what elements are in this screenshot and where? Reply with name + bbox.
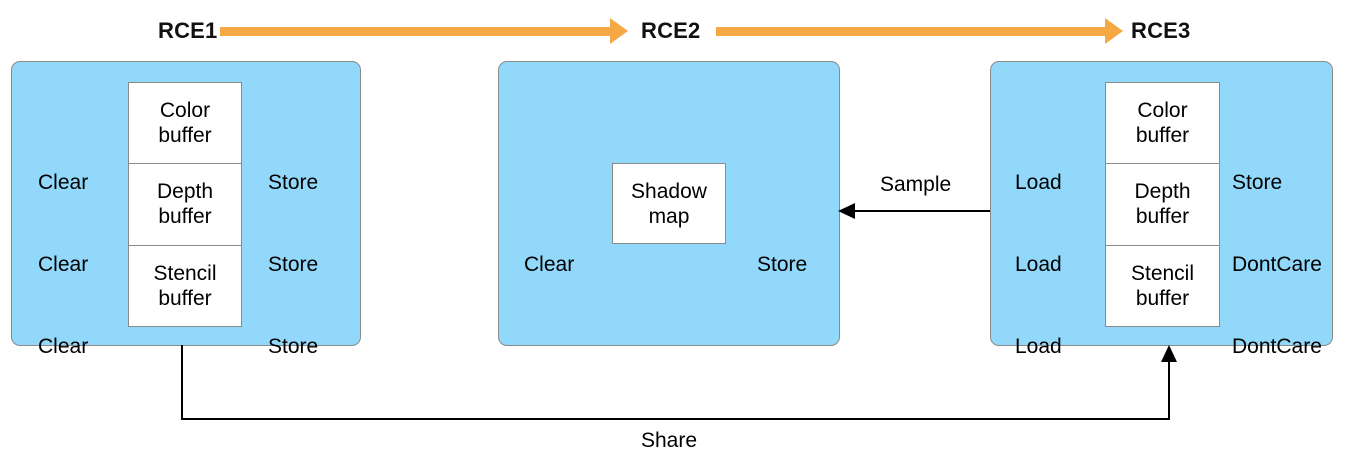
store-action-rce3-color: Store xyxy=(1232,171,1283,194)
store-action-rce1-color: Store xyxy=(268,171,319,194)
attachment-stack-rce1: Color buffer Depth buffer Stencil buffer xyxy=(128,82,242,327)
buffer-box-rce1-color[interactable]: Color buffer xyxy=(129,83,241,165)
connector-share-arrowhead-icon xyxy=(1161,345,1177,362)
buffer-label-line2: buffer xyxy=(158,205,212,229)
pipeline-arrow-head xyxy=(1105,18,1123,44)
buffer-label-line2: buffer xyxy=(1135,205,1190,229)
buffer-label-line1: Stencil xyxy=(1130,261,1195,285)
store-action-rce1-depth: Store xyxy=(268,253,319,276)
buffer-label-line2: buffer xyxy=(158,124,212,148)
buffer-label-line1: Depth xyxy=(1134,180,1191,204)
load-action-rce3-stencil: Load xyxy=(1015,335,1062,358)
connector-sample-label: Sample xyxy=(880,173,952,196)
connector-sample-line xyxy=(854,210,990,212)
buffer-label-line1: Color xyxy=(1137,99,1188,123)
pipeline-arrow-rce1-to-rce2 xyxy=(220,18,628,44)
buffer-label-line1: Depth xyxy=(156,180,214,204)
store-action-rce1-stencil: Store xyxy=(268,335,319,358)
buffer-box-rce1-stencil[interactable]: Stencil buffer xyxy=(129,246,241,326)
buffer-label-line2: buffer xyxy=(158,286,212,310)
connector-share-label: Share xyxy=(641,429,698,452)
connector-share-segment-across xyxy=(181,418,1170,420)
load-action-rce1-stencil: Clear xyxy=(38,335,89,358)
buffer-label-line2: buffer xyxy=(1135,124,1190,148)
pipeline-arrow-shaft xyxy=(716,27,1106,36)
buffer-box-rce3-depth[interactable]: Depth buffer xyxy=(1106,164,1219,246)
buffer-label-line1: Shadow xyxy=(631,179,707,203)
store-action-rce3-depth: DontCare xyxy=(1232,253,1322,276)
pipeline-stage-label-rce3: RCE3 xyxy=(1131,18,1191,43)
connector-share-segment-up xyxy=(1168,362,1170,420)
buffer-box-rce1-depth[interactable]: Depth buffer xyxy=(129,164,241,246)
connector-sample-arrowhead-icon xyxy=(838,203,855,219)
pipeline-arrow-head xyxy=(610,18,628,44)
buffer-label-line1: Color xyxy=(159,99,211,123)
buffer-label-line2: buffer xyxy=(1135,286,1190,310)
load-action-rce2-shadowmap: Clear xyxy=(524,253,575,276)
load-action-rce1-color: Clear xyxy=(38,171,89,194)
load-action-rce1-depth: Clear xyxy=(38,253,89,276)
buffer-box-rce3-stencil[interactable]: Stencil buffer xyxy=(1106,246,1219,326)
buffer-label-line1: Stencil xyxy=(153,261,217,285)
attachment-stack-rce3: Color buffer Depth buffer Stencil buffer xyxy=(1105,82,1220,327)
store-action-rce3-stencil: DontCare xyxy=(1232,335,1322,358)
buffer-label-line2: map xyxy=(648,204,690,228)
buffer-box-rce2-shadowmap[interactable]: Shadow map xyxy=(612,163,726,244)
load-action-rce3-depth: Load xyxy=(1015,253,1062,276)
load-action-rce3-color: Load xyxy=(1015,171,1062,194)
connector-share-segment-down xyxy=(181,345,183,420)
pipeline-arrow-shaft xyxy=(220,27,611,36)
pipeline-stage-label-rce2: RCE2 xyxy=(641,18,701,43)
pipeline-arrow-rce2-to-rce3 xyxy=(716,18,1123,44)
store-action-rce2-shadowmap: Store xyxy=(757,253,808,276)
buffer-box-rce3-color[interactable]: Color buffer xyxy=(1106,83,1219,165)
pipeline-stage-label-rce1: RCE1 xyxy=(158,18,218,43)
